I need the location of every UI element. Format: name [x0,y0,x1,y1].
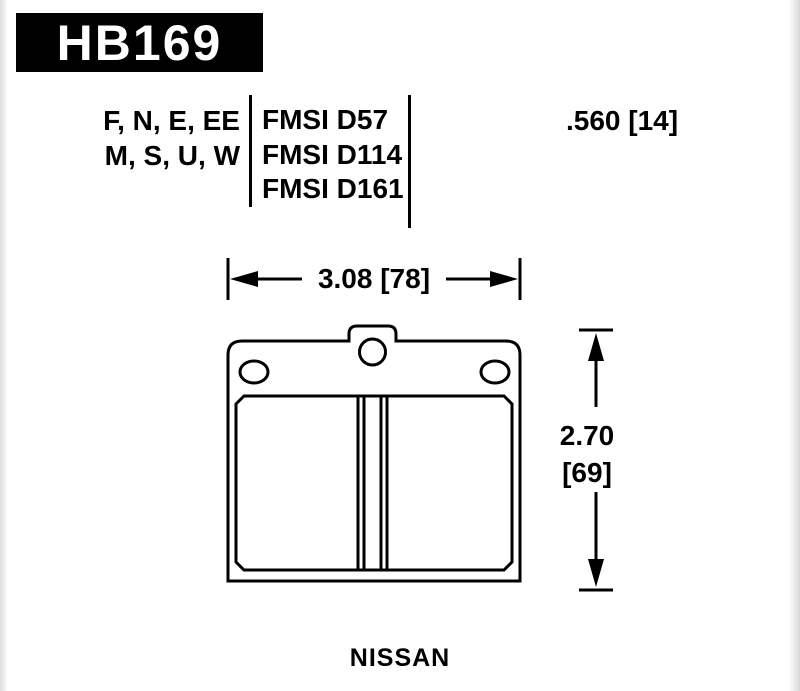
pad-backing-plate-outline [226,324,522,583]
fmsi-item-1: FMSI D57 [262,104,389,135]
mounting-hole-right [479,359,511,385]
fmsi-item-2: FMSI D114 [262,138,403,170]
pad-slots [356,396,389,570]
fmsi-item-3: FMSI D161 [262,173,404,204]
compound-codes: F, N, E, EE M, S, U, W [103,103,240,173]
height-dimension-mm: [69] [562,457,612,488]
height-dimension-arrows [588,333,604,587]
height-dimension-inches: 2.70 [559,420,615,451]
width-dimension-label: 3.08 [78] [317,263,431,294]
mounting-hole-left [238,359,270,385]
compound-codes-line2: M, S, U, W [104,140,240,171]
center-tab-hole [358,337,387,367]
friction-material-outline [234,394,514,572]
spec-divider-1 [249,95,252,207]
scan-edge-right [790,0,800,691]
part-number-box: HB169 [16,13,263,72]
part-number: HB169 [56,14,223,71]
spec-divider-2 [408,95,411,228]
height-witness-lines [579,328,613,592]
scan-edge-left [0,0,7,691]
fmsi-list: FMSI D57 FMSI D114 FMSI D161 [262,103,404,207]
compound-codes-line1: F, N, E, EE [103,105,240,136]
width-dimension-arrows [230,271,518,287]
pad-thickness: .560 [14] [566,105,679,136]
height-dimension-label: 2.70 [69] [549,417,625,491]
width-witness-lines [226,258,522,300]
brand-name: NISSAN [349,644,451,672]
